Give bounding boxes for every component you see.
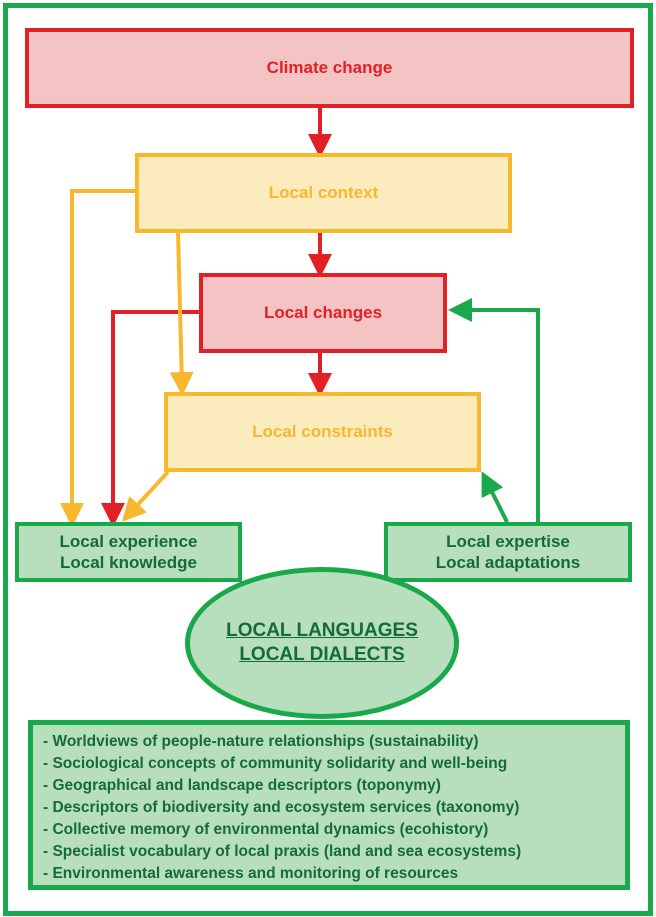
local-experience-label: Local experience <box>59 532 198 551</box>
local-experience-box: Local experience Local knowledge <box>15 522 242 582</box>
list-item: - Worldviews of people-nature relationsh… <box>43 733 479 750</box>
list-item: - Geographical and landscape descriptors… <box>43 777 441 794</box>
local-constraints-label: Local constraints <box>252 422 393 441</box>
language-functions-list: - Worldviews of people-nature relationsh… <box>28 720 630 890</box>
local-knowledge-label: Local knowledge <box>60 553 197 572</box>
list-item: - Environmental awareness and monitoring… <box>43 865 459 882</box>
local-expertise-box: Local expertise Local adaptations <box>384 522 632 582</box>
local-changes-box: Local changes <box>199 273 447 353</box>
local-constraints-box: Local constraints <box>164 392 481 472</box>
list-item: - Collective memory of environmental dyn… <box>43 821 489 838</box>
local-languages-label: LOCAL LANGUAGES <box>226 620 418 641</box>
local-context-label: Local context <box>268 183 379 202</box>
outer-frame <box>3 3 653 916</box>
list-item: - Descriptors of biodiversity and ecosys… <box>43 799 520 816</box>
climate-change-box: Climate change <box>25 28 634 108</box>
local-dialects-label: LOCAL DIALECTS <box>239 644 405 665</box>
local-expertise-label: Local expertise <box>446 532 570 551</box>
climate-change-label: Climate change <box>266 58 393 77</box>
local-languages-ellipse: LOCAL LANGUAGES LOCAL DIALECTS <box>185 567 459 719</box>
local-context-box: Local context <box>135 153 512 233</box>
local-adaptations-label: Local adaptations <box>435 553 581 572</box>
local-changes-label: Local changes <box>263 303 383 322</box>
list-item: - Specialist vocabulary of local praxis … <box>43 843 522 860</box>
list-item: - Sociological concepts of community sol… <box>43 755 508 772</box>
